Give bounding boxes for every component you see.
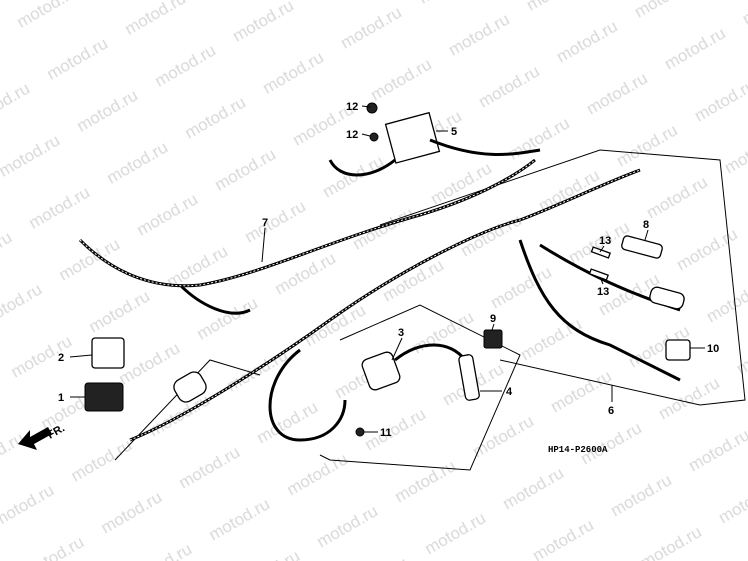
cover-10 — [665, 339, 691, 361]
fuse-13-lower — [588, 268, 609, 281]
fuse-holder-8 — [621, 235, 663, 259]
ignition-coil-3 — [361, 351, 401, 391]
regulator-wire — [328, 138, 541, 177]
front-direction-arrow-icon — [18, 427, 52, 450]
callout-5: 5 — [451, 126, 457, 138]
regulator-rectifier-5 — [384, 111, 441, 164]
callout-11: 11 — [380, 427, 392, 439]
diagram-code: HP14-P2600A — [548, 445, 608, 455]
leader-lines — [69, 105, 705, 433]
callout-13-lower: 13 — [597, 286, 609, 298]
main-harness-branch-right — [518, 239, 681, 382]
ignition-outline — [319, 304, 521, 471]
condenser — [173, 371, 207, 403]
capacitor — [649, 286, 685, 310]
callout-6: 6 — [608, 405, 614, 417]
bolt-11 — [355, 427, 365, 437]
main-harness-branch-loop — [268, 348, 347, 442]
callout-2: 2 — [58, 352, 64, 364]
callout-1: 1 — [58, 392, 64, 404]
bolt-12-upper — [366, 102, 378, 114]
harness-outline — [379, 149, 746, 406]
callout-7: 7 — [262, 217, 268, 229]
main-harness-wrap — [129, 169, 641, 441]
callout-12-upper: 12 — [346, 101, 358, 113]
callout-4: 4 — [506, 386, 513, 398]
callout-8: 8 — [643, 219, 649, 231]
relay-2 — [91, 337, 125, 369]
callout-13-upper: 13 — [599, 235, 611, 247]
lower-left-outline — [114, 359, 261, 461]
bolt-12-lower — [369, 132, 379, 142]
connector-9 — [483, 329, 503, 349]
callout-12-lower: 12 — [346, 129, 358, 141]
callout-3: 3 — [398, 327, 404, 339]
fuse-box-1 — [84, 382, 124, 412]
sub-harness-7 — [78, 158, 536, 288]
spark-plug-cap-4 — [458, 354, 480, 401]
coil-hightension-wire — [394, 343, 467, 362]
callout-10: 10 — [707, 343, 719, 355]
callout-9: 9 — [490, 313, 496, 325]
sub-harness-7-branch — [178, 283, 251, 315]
